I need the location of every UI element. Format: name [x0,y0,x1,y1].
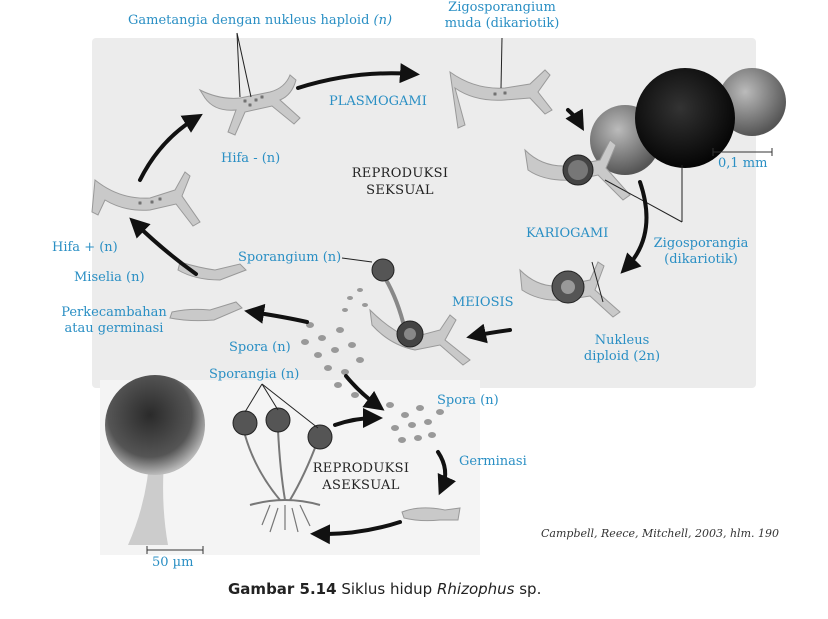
germinating-spore-bottom [401,507,461,522]
label-miselia: Miselia (n) [74,270,145,285]
arrow-germination-up [129,217,198,276]
label-plasmogami: PLASMOGAMI [329,94,427,109]
hypha-minus-drawing [198,74,301,136]
pointer-lines [236,32,683,429]
arrow-plasmogamy [296,63,420,90]
spores-scatter [301,288,444,443]
plasmogamy-gametangia-drawing [449,69,553,129]
asexual-sporangia-drawing [232,407,333,533]
arrow-spores-down [344,374,385,411]
germinating-sporangium-drawing [369,258,471,366]
cycle-arrows [129,63,649,545]
hypha-plus-drawing [91,171,201,227]
arrow-to-zygospore [565,108,584,131]
source-credit: Campbell, Reece, Mitchell, 2003, hlm. 19… [541,527,779,540]
figure-caption: Gambar 5.14 Siklus hidup Rhizophus sp. [228,580,542,598]
sporangium-micrograph [105,375,205,545]
scale-bar-bottom [146,546,204,554]
label-kariogami: KARIOGAMI [526,226,609,241]
arrow-meiosis [466,323,512,344]
label-scale-top: 0,1 mm [718,156,768,171]
arrow-to-sporangia [310,520,402,545]
germinating-hyphae-drawing [169,261,247,322]
karyogamy-drawing [524,139,631,201]
arrow-karyogamy [620,180,649,274]
label-scale-bottom: 50 µm [152,555,194,570]
label-germinasi: Germinasi [459,454,527,469]
label-meiosis: MEIOSIS [452,295,514,310]
arrow-spores-release [244,303,309,324]
label-zygosporangia: Zigosporangia(dikariotik) [653,236,749,267]
arrow-sporangia-to-spores [333,408,383,429]
meiosis-drawing [519,261,621,318]
label-spora-right: Spora (n) [437,393,499,408]
zygosporangium-micrograph [590,68,786,175]
label-hifa-minus: Hifa - (n) [221,151,281,166]
label-hifa-plus: Hifa + (n) [52,240,118,255]
arrow-to-hypha-minus [138,113,203,182]
label-gametangia: Gametangia dengan nukleus haploid (n) [128,13,393,28]
scale-bar-top [712,148,773,156]
label-sporangia: Sporangia (n) [209,367,300,382]
label-spora-left: Spora (n) [229,340,291,355]
arrow-germinasi [436,450,457,496]
label-sporangium: Sporangium (n) [238,250,342,265]
